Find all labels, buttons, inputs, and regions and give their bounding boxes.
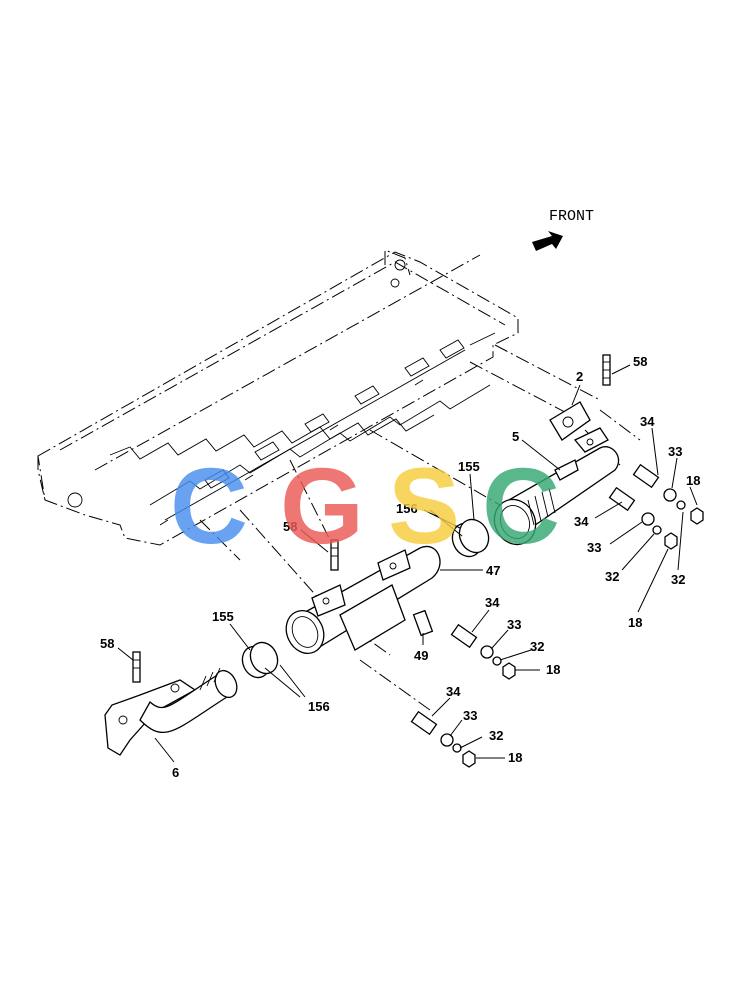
callout-34-top: 34	[640, 414, 655, 429]
callout-58-top: 58	[633, 354, 647, 369]
watermark-logo: C G S C	[170, 445, 560, 566]
callout-labels: 58 2 34 5 33 18 155 156 34 33 32 32 18 5…	[100, 354, 700, 780]
stud-front	[132, 651, 141, 683]
fasteners	[410, 463, 704, 768]
callout-58-middle: 58	[283, 519, 297, 534]
gasket	[549, 401, 591, 441]
manifold-middle-section	[285, 545, 441, 654]
watermark-letter-s: S	[388, 445, 460, 566]
callout-156-front: 156	[308, 699, 330, 714]
manifold-rear-section	[493, 427, 620, 546]
callout-34-low: 34	[485, 595, 500, 610]
callout-33-bottom: 33	[463, 708, 477, 723]
callout-18-top: 18	[686, 473, 700, 488]
callout-155-rear: 155	[458, 459, 480, 474]
callout-58-front: 58	[100, 636, 114, 651]
callout-49: 49	[414, 648, 428, 663]
seal-rings-front	[241, 641, 279, 679]
plug	[412, 609, 434, 637]
watermark-letter-g: G	[280, 445, 364, 566]
watermark-letter-c1: C	[170, 445, 248, 566]
callout-5: 5	[512, 429, 519, 444]
callout-18-mid: 18	[628, 615, 642, 630]
callout-18-bottom: 18	[508, 750, 522, 765]
manifold-front-section	[104, 667, 238, 756]
callout-33-mid: 33	[587, 540, 601, 555]
callout-33-top: 33	[668, 444, 682, 459]
callout-34-mid: 34	[574, 514, 589, 529]
front-label: FRONT	[549, 208, 594, 225]
callout-32-mid: 32	[605, 569, 619, 584]
watermark-letter-c2: C	[482, 445, 560, 566]
callout-2: 2	[576, 369, 583, 384]
callout-33-low: 33	[507, 617, 521, 632]
callout-32-low: 32	[530, 639, 544, 654]
callout-47: 47	[486, 563, 500, 578]
leader-lines	[117, 364, 698, 763]
callout-155-front: 155	[212, 609, 234, 624]
callout-34-bottom: 34	[446, 684, 461, 699]
stud-middle	[330, 539, 339, 571]
cylinder-head	[37, 249, 519, 546]
callout-32-bottom: 32	[489, 728, 503, 743]
callout-156-rear: 156	[396, 501, 418, 516]
callout-18-low: 18	[546, 662, 560, 677]
seal-rings-rear	[451, 518, 490, 558]
callout-32-right: 32	[671, 572, 685, 587]
front-arrow-icon	[532, 231, 563, 251]
callout-6: 6	[172, 765, 179, 780]
